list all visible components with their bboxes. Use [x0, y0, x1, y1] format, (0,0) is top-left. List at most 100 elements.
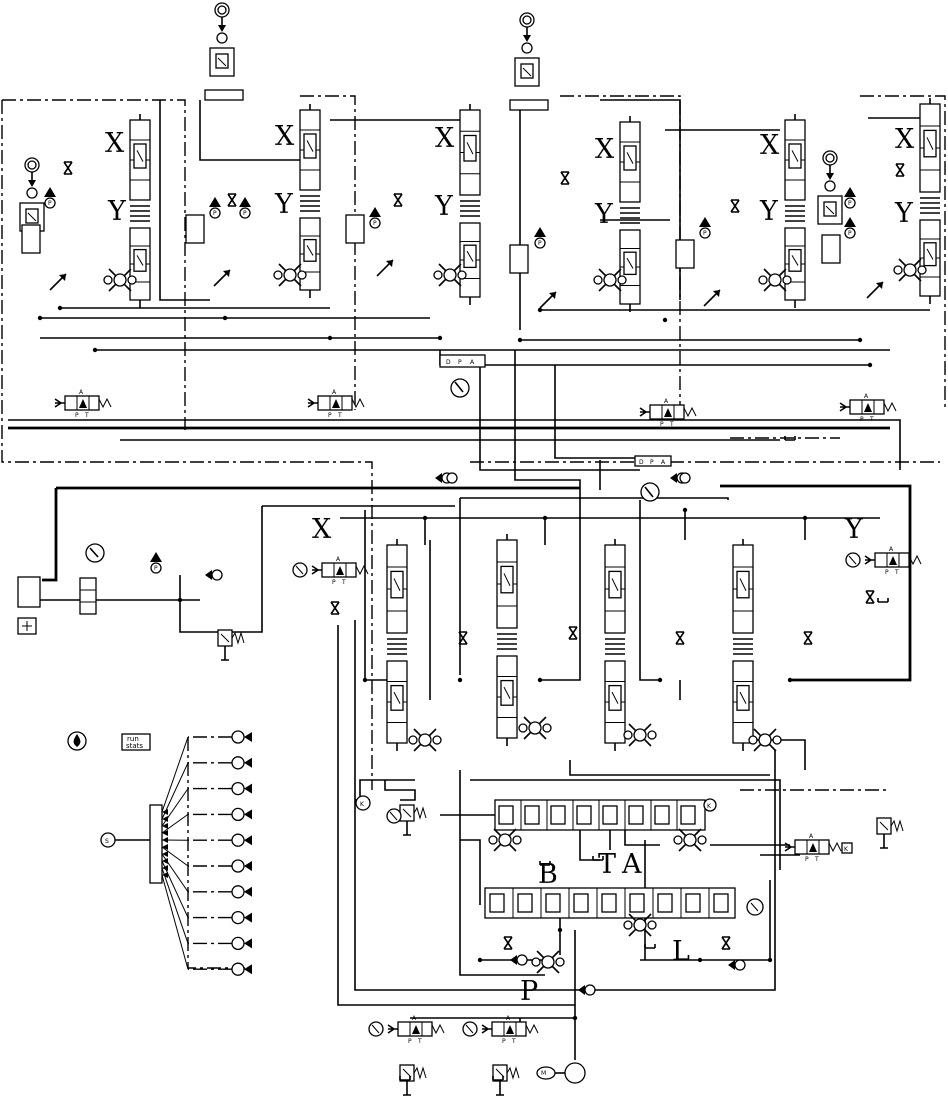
pump-arrow [825, 205, 835, 215]
signal-source-icon[interactable] [231, 885, 245, 899]
check-arrow [435, 473, 442, 483]
signal-arrow [244, 861, 252, 871]
sensor-arrow [150, 552, 162, 562]
port-letter-p: P [805, 856, 809, 863]
tank-icon [496, 1081, 504, 1096]
pump-manifold [509, 99, 549, 111]
check-circle [555, 957, 565, 967]
valve-cell [713, 893, 729, 913]
main-valve-blocks [386, 799, 764, 974]
check-circle [647, 920, 657, 930]
needle-valve-icon [458, 631, 468, 645]
signal-source-icon[interactable] [231, 859, 245, 873]
solenoid-icon [864, 555, 875, 565]
junction-dot [517, 337, 523, 343]
check-circle [518, 723, 528, 733]
port-letter-a: A [412, 1015, 417, 1022]
signal-wire [161, 867, 189, 944]
junction-dot [697, 957, 703, 963]
port-label-p: P [520, 976, 538, 1007]
signal-source-icon[interactable] [231, 781, 245, 796]
manifold-letter: D [446, 359, 451, 366]
check-valve-icon [205, 569, 223, 581]
signal-head [162, 865, 168, 871]
signal-source-icon[interactable] [231, 910, 245, 925]
flow-arrow [28, 180, 36, 187]
stop-node-inner [27, 160, 37, 170]
junction-dot [177, 597, 183, 603]
solenoid-icon [311, 565, 322, 575]
throttle-head [549, 292, 556, 299]
pump-unit [514, 12, 540, 87]
tank-icon [644, 944, 656, 949]
port-label-y: Y [594, 199, 614, 230]
signal-wire [161, 846, 189, 867]
flow-arrow [306, 245, 314, 256]
fluid-properties-icon[interactable] [67, 731, 87, 751]
signal-source-icon[interactable] [231, 936, 245, 951]
pump-unit [209, 2, 235, 77]
cylinder-icon [345, 214, 365, 244]
spring-icon [355, 564, 369, 576]
check-arrow [510, 955, 517, 965]
signal-head [162, 872, 168, 878]
pump-circle [683, 833, 697, 847]
signal-wire [161, 813, 189, 834]
valve-stack [459, 104, 481, 305]
variable-pump-icon [488, 828, 522, 852]
signal-source-icon[interactable] [231, 756, 245, 770]
manifold-letter: P [650, 459, 654, 466]
pressure-sensor-icon: P [150, 552, 162, 574]
port-letter-t: T [669, 421, 674, 428]
needle-valve-icon [721, 936, 731, 950]
pump-circle [283, 268, 297, 282]
needle-valve-icon [393, 193, 403, 207]
port-letter-a: A [506, 1015, 511, 1022]
junction-k-icon [355, 795, 371, 811]
signal-source-icon[interactable] [231, 730, 245, 744]
signal-source-icon[interactable] [231, 962, 245, 976]
check-circle [893, 265, 903, 275]
signal-source-icon[interactable] [231, 807, 245, 822]
signal-head [162, 823, 168, 829]
run-stats-button[interactable]: run stats [121, 733, 151, 751]
junction-dot [437, 335, 443, 341]
port-label-y: Y [434, 191, 454, 222]
junction-dot [787, 677, 793, 683]
port-letter-p: P [408, 1038, 412, 1045]
port-letter-a: A [864, 393, 869, 400]
sensor-circle [844, 197, 856, 209]
pump-circle [528, 721, 542, 735]
pump-gauge-icon [216, 32, 228, 44]
valve-cell [629, 893, 645, 913]
needle-valve-icon [865, 590, 875, 604]
port-label-b: B [538, 859, 558, 890]
variable-pump-icon [518, 716, 552, 740]
top-pump-units [19, 2, 843, 232]
port-label-a: A [621, 849, 642, 880]
sensor-letter: P [243, 210, 247, 217]
variable-pump-icon [408, 728, 442, 752]
spring-icon [300, 195, 320, 212]
valve-cell [573, 893, 589, 913]
signal-head [162, 858, 168, 864]
flow-arrow [926, 137, 934, 150]
signal-source-icon[interactable] [231, 833, 245, 847]
port-label-t: T [598, 849, 616, 880]
sensor-arrow [844, 187, 856, 197]
spring-icon [733, 638, 753, 655]
check-circle [772, 735, 782, 745]
variable-pump-icon [758, 268, 792, 292]
stop-node-inner [217, 5, 227, 15]
cylinder-icon [17, 576, 41, 608]
spring-icon [460, 200, 480, 217]
